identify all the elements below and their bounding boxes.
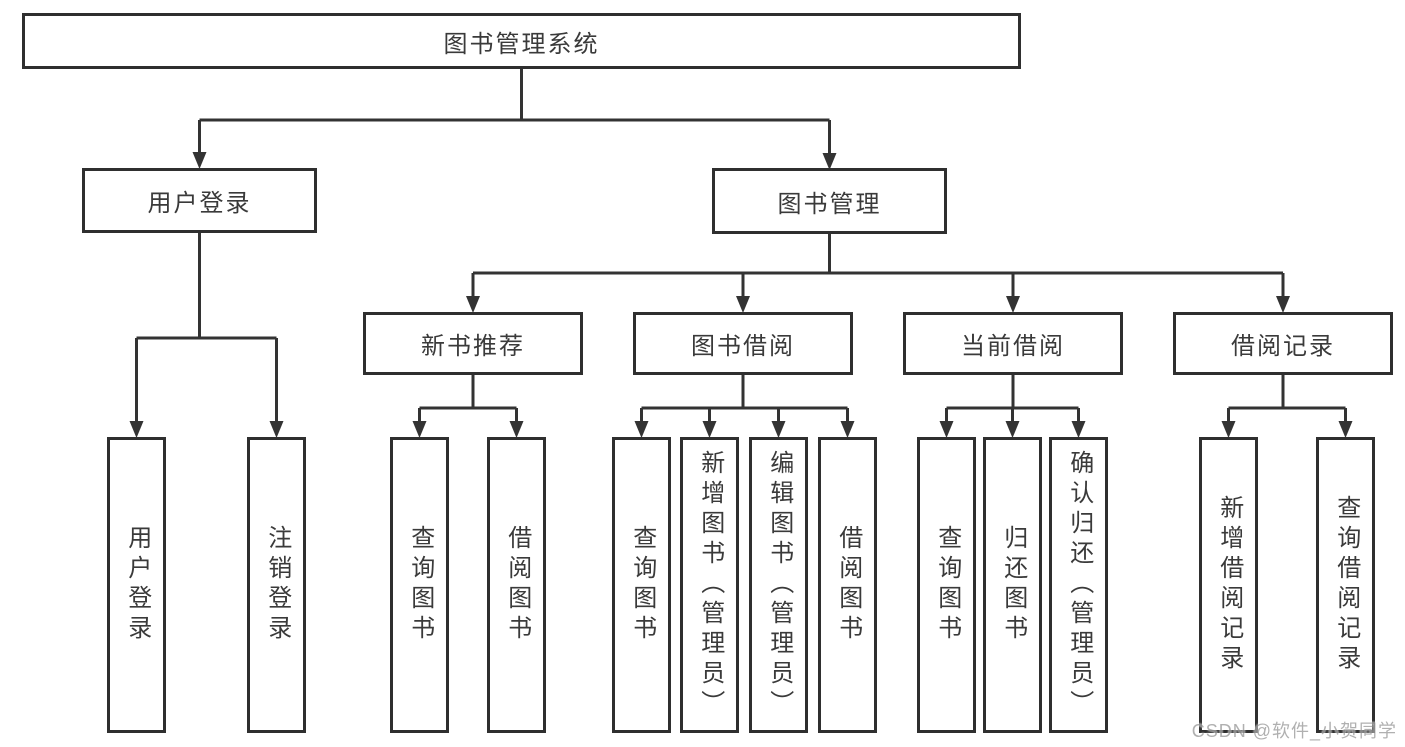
arrowhead-icon (509, 421, 524, 438)
connector-root-split (198, 69, 831, 157)
arrowhead-icon (1276, 296, 1290, 313)
leaf-query-books-recommend: 查询图书 (390, 437, 449, 733)
arrowhead-icon (840, 421, 855, 438)
arrowhead-icon (192, 152, 207, 169)
leaf-borrow-books-recommend: 借阅图书 (487, 437, 546, 733)
connector-current-borrow-split (945, 375, 1080, 426)
leaf-add-borrow-record: 新增借阅记录 (1199, 437, 1258, 733)
node-new-book-recommend: 新书推荐 (363, 312, 583, 375)
connector-book-borrow-split (640, 375, 849, 426)
connector-user-login-split (135, 233, 278, 426)
leaf-query-borrow-record: 查询借阅记录 (1316, 437, 1375, 733)
leaf-logout: 注销登录 (247, 437, 306, 733)
arrowhead-icon (634, 421, 649, 438)
leaf-confirm-return-admin: 确认归还（管理员） (1049, 437, 1108, 733)
leaf-user-login: 用户登录 (107, 437, 166, 733)
arrowhead-icon (412, 421, 427, 438)
node-borrow-records: 借阅记录 (1173, 312, 1393, 375)
arrowhead-icon (736, 296, 750, 313)
leaf-query-books-borrow: 查询图书 (612, 437, 671, 733)
node-current-borrow: 当前借阅 (903, 312, 1123, 375)
leaf-return-book: 归还图书 (983, 437, 1042, 733)
arrowhead-icon (129, 421, 144, 438)
leaf-edit-book-admin: 编辑图书（管理员） (749, 437, 808, 733)
arrowhead-icon (1071, 421, 1086, 438)
leaf-query-books-current: 查询图书 (917, 437, 976, 733)
arrowhead-icon (822, 153, 837, 170)
connector-new-book-split (418, 375, 518, 426)
connector-book-management-split (471, 234, 1285, 300)
arrowhead-icon (466, 296, 480, 313)
arrowhead-icon (1338, 421, 1353, 438)
arrowhead-icon (702, 421, 717, 438)
node-root: 图书管理系统 (22, 13, 1021, 69)
arrowhead-icon (1221, 421, 1236, 438)
node-book-borrow: 图书借阅 (633, 312, 853, 375)
leaf-add-book-admin: 新增图书（管理员） (680, 437, 739, 733)
arrowhead-icon (269, 421, 284, 438)
node-book-management: 图书管理 (712, 168, 947, 234)
leaf-borrow-books: 借阅图书 (818, 437, 877, 733)
arrowhead-icon (1005, 421, 1020, 438)
arrowhead-icon (771, 421, 786, 438)
arrowhead-icon (939, 421, 954, 438)
arrowhead-icon (1006, 296, 1020, 313)
connector-borrow-records-split (1227, 375, 1347, 426)
node-user-login-group: 用户登录 (82, 168, 317, 233)
watermark: CSDN @软件_小贺同学 (1191, 721, 1397, 741)
